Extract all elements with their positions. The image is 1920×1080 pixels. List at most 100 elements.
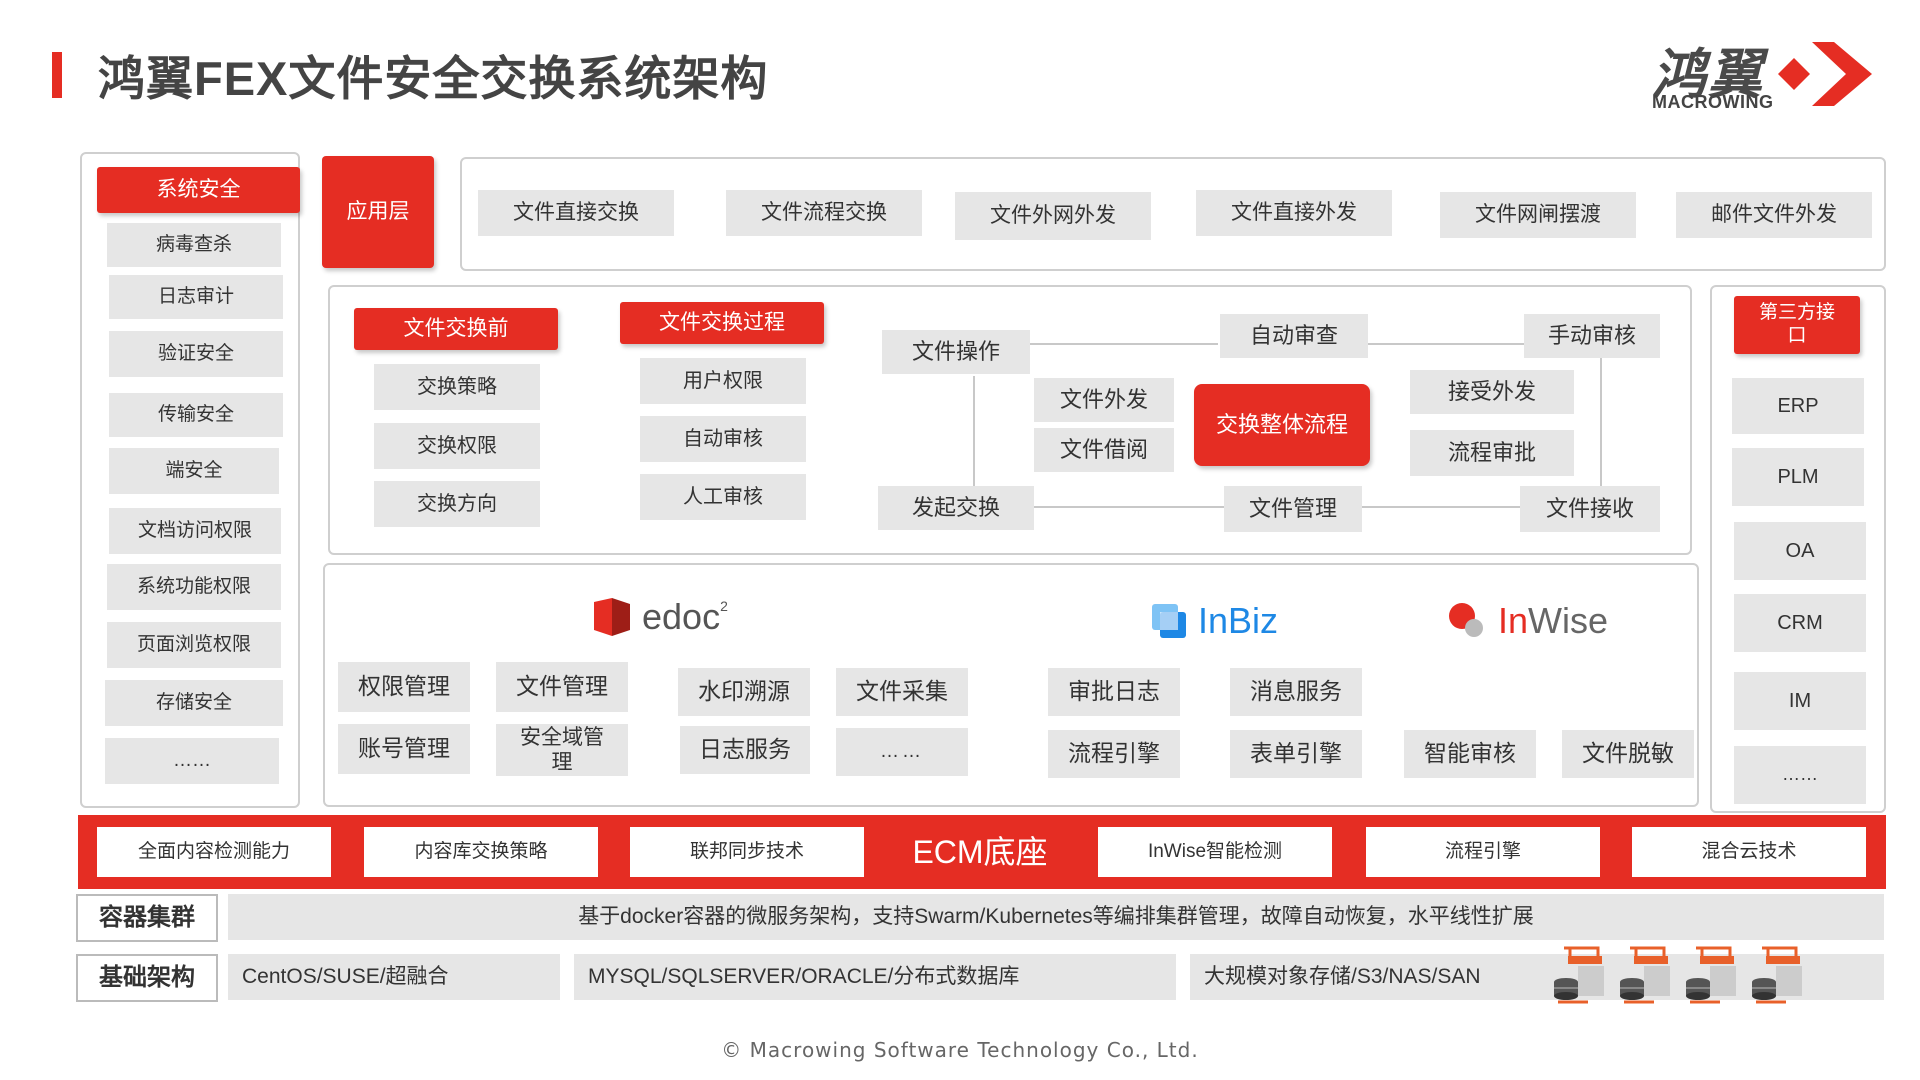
container-description: 基于docker容器的微服务架构，支持Swarm/Kubernetes等编排集群… [228, 894, 1884, 940]
flow-file-send: 文件外发 [1034, 378, 1174, 422]
storage-server-icon [1554, 946, 1604, 1004]
inwise-item-desensitize: 文件脱敏 [1562, 730, 1694, 778]
app-item-gap-ferry: 文件网闸摆渡 [1440, 192, 1636, 238]
process-item-auto-review: 自动审核 [640, 416, 806, 462]
flow-file-receive: 文件接收 [1520, 486, 1660, 532]
edoc-superscript: 2 [720, 598, 728, 614]
ecm-item-repo-strategy: 内容库交换策略 [364, 827, 598, 877]
security-item-storage: 存储安全 [105, 680, 283, 726]
third-party-more: …… [1734, 746, 1866, 804]
container-label: 容器集群 [76, 894, 218, 942]
edoc-item-log-service: 日志服务 [680, 726, 810, 774]
security-item-doc-access: 文档访问权限 [109, 508, 281, 554]
edoc-name: edoc [642, 596, 721, 637]
process-item-user-perm: 用户权限 [640, 358, 806, 404]
inwise-item-smart-review: 智能审核 [1404, 730, 1536, 778]
ecm-item-flow-engine: 流程引擎 [1366, 827, 1600, 877]
flow-line-ops-auto [1030, 343, 1218, 345]
pre-item-direction: 交换方向 [374, 481, 540, 527]
edoc-logo-icon [594, 598, 630, 636]
inwise-name-suffix: Wise [1528, 600, 1609, 641]
flow-manual-review: 手动审核 [1524, 314, 1660, 358]
inbiz-item-message: 消息服务 [1230, 668, 1362, 716]
flow-file-manage: 文件管理 [1224, 486, 1362, 532]
footer-copyright: © Macrowing Software Technology Co., Ltd… [721, 1038, 1199, 1062]
inwise-logo-icon [1449, 603, 1483, 637]
inbiz-item-approval-log: 审批日志 [1048, 668, 1180, 716]
edoc-brand: edoc 2 [592, 596, 728, 638]
third-party-im: IM [1734, 672, 1866, 730]
logo-text-cn: 鸿翼 [1652, 45, 1764, 105]
app-layer-label: 应用层 [322, 156, 434, 268]
infra-item-storage: 大规模对象存储/S3/NAS/SAN [1190, 954, 1884, 1000]
third-party-oa: OA [1734, 522, 1866, 580]
edoc-item-watermark: 水印溯源 [678, 668, 810, 716]
pre-item-permission: 交换权限 [374, 423, 540, 469]
storage-server-icon [1686, 946, 1736, 1004]
storage-server-icon [1752, 946, 1802, 1004]
title-accent-bar [52, 52, 62, 98]
app-layer-panel [460, 157, 1886, 271]
flow-line-start-manage [1034, 506, 1224, 508]
flow-auto-review: 自动审查 [1220, 314, 1368, 358]
logo-arrow-icon [1778, 42, 1872, 106]
flow-start-exchange: 发起交换 [878, 486, 1034, 530]
flow-line-auto-manual [1336, 343, 1524, 345]
flow-overall-process: 交换整体流程 [1194, 384, 1370, 466]
process-title: 文件交换过程 [620, 302, 824, 344]
inbiz-logo-icon [1152, 604, 1186, 638]
third-party-plm: PLM [1732, 448, 1864, 506]
app-item-mail-send: 邮件文件外发 [1676, 192, 1872, 238]
edoc-item-security-domain: 安全域管理 [496, 724, 628, 776]
flow-accept-send: 接受外发 [1410, 370, 1574, 414]
flow-line-manage-receive [1362, 506, 1524, 508]
page-title: 鸿翼FEX文件安全交换系统架构 [98, 52, 769, 105]
edoc-item-file-manage: 文件管理 [496, 662, 628, 712]
process-item-manual-review: 人工审核 [640, 474, 806, 520]
inbiz-name-prefix: In [1198, 600, 1229, 641]
edoc-item-account: 账号管理 [338, 724, 470, 774]
pre-exchange-title: 文件交换前 [354, 308, 558, 350]
inbiz-item-flow-engine: 流程引擎 [1048, 730, 1180, 778]
ecm-item-content-detect: 全面内容检测能力 [97, 827, 331, 877]
app-item-external-send: 文件外网外发 [955, 192, 1151, 240]
inbiz-name-suffix: Biz [1228, 600, 1279, 641]
security-item-auth: 验证安全 [109, 331, 283, 377]
security-item-page-perm: 页面浏览权限 [107, 622, 281, 668]
ecm-item-federated-sync: 联邦同步技术 [630, 827, 864, 877]
security-item-function-perm: 系统功能权限 [107, 564, 281, 610]
inbiz-item-form-engine: 表单引擎 [1230, 730, 1362, 778]
flow-approval: 流程审批 [1410, 430, 1574, 476]
infra-item-database: MYSQL/SQLSERVER/ORACLE/分布式数据库 [574, 954, 1176, 1000]
security-title: 系统安全 [97, 167, 300, 213]
flow-line-ops-start [973, 376, 975, 488]
third-party-erp: ERP [1732, 378, 1864, 434]
inwise-name-prefix: In [1498, 600, 1529, 641]
flow-file-borrow: 文件借阅 [1034, 428, 1174, 472]
pre-item-strategy: 交换策略 [374, 364, 540, 410]
ecm-label: ECM底座 [912, 833, 1048, 870]
flow-file-ops: 文件操作 [882, 330, 1030, 374]
ecm-item-inwise-detect: InWise智能检测 [1098, 827, 1332, 877]
ecm-item-hybrid-cloud: 混合云技术 [1632, 827, 1866, 877]
storage-server-icon [1620, 946, 1670, 1004]
app-item-direct-exchange: 文件直接交换 [478, 190, 674, 236]
security-item-transport: 传输安全 [109, 393, 283, 437]
logo-text-en: MACROWING [1652, 92, 1774, 112]
third-party-crm: CRM [1734, 594, 1866, 652]
edoc-item-permission: 权限管理 [338, 662, 470, 712]
infra-label: 基础架构 [76, 954, 218, 1002]
edoc-item-more: …… [836, 728, 968, 776]
app-item-direct-send: 文件直接外发 [1196, 190, 1392, 236]
infra-item-os: CentOS/SUSE/超融合 [228, 954, 560, 1000]
app-item-flow-exchange: 文件流程交换 [726, 190, 922, 236]
flow-line-manual-receive [1600, 355, 1602, 491]
security-item-endpoint: 端安全 [109, 448, 279, 494]
security-item-more: …… [105, 738, 279, 784]
security-item-log-audit: 日志审计 [109, 275, 283, 319]
edoc-item-collect: 文件采集 [836, 668, 968, 716]
security-item-antivirus: 病毒查杀 [107, 223, 281, 267]
third-party-title: 第三方接口 [1734, 296, 1860, 354]
